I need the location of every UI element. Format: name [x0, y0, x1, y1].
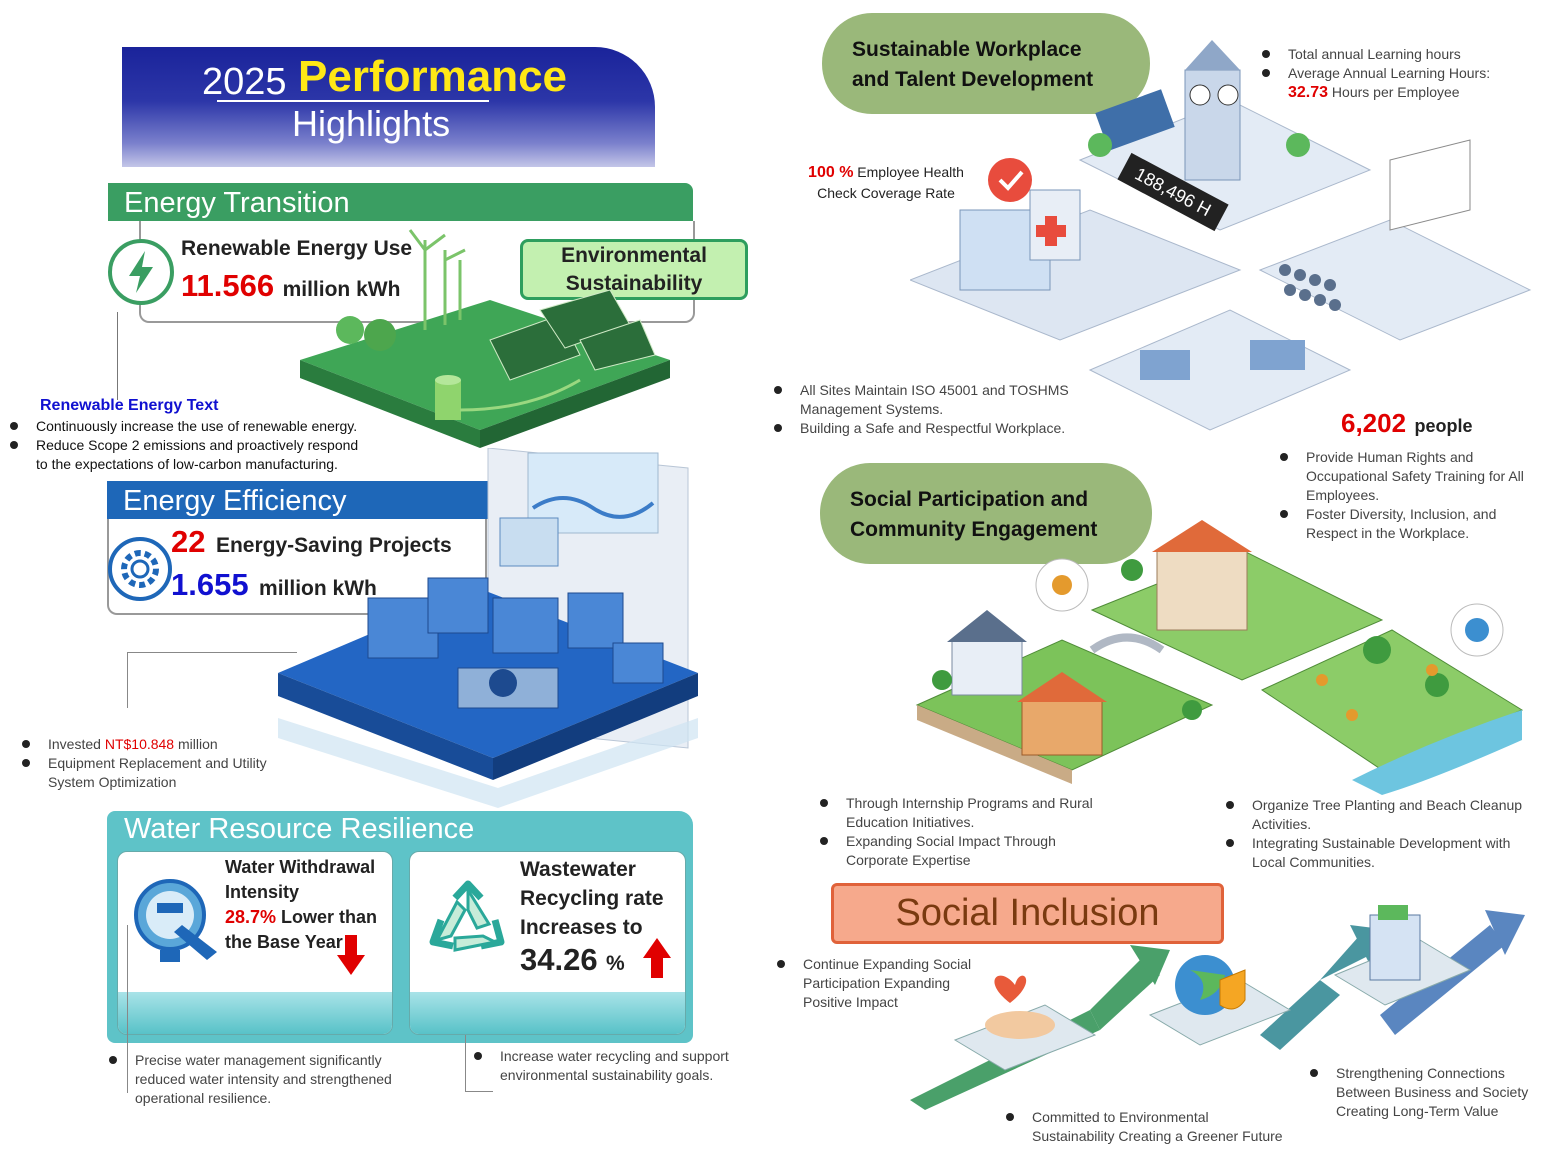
connector-line: [127, 652, 128, 708]
replacement-bullet: Equipment Replacement and Utility: [48, 755, 267, 771]
connector-line: [465, 1035, 466, 1091]
iso-bullets: All Sites Maintain ISO 45001 and TOSHMS …: [774, 381, 1094, 438]
replacement-bullet-cont: System Optimization: [48, 774, 177, 790]
environmental-sustainability-label: Environmental Sustainability: [520, 239, 748, 300]
energy-saving-amount: 1.655 million kWh: [171, 567, 377, 603]
social-inclusion-heading: Social Inclusion: [831, 883, 1224, 944]
renewable-bullets: Continuously increase the use of renewab…: [10, 417, 390, 474]
water-right-bullets: Increase water recycling and support env…: [474, 1047, 764, 1085]
inclusion-bullet-1: Continue Expanding Social Participation …: [777, 955, 987, 1012]
learning-bullets: Total annual Learning hours Average Annu…: [1262, 45, 1552, 102]
community-heading: Social Participation and Community Engag…: [820, 463, 1152, 564]
saving-value: 1.655: [171, 567, 249, 602]
energy-efficiency-heading: Energy Efficiency: [107, 481, 501, 519]
solar-wind-platform-illustration: [300, 229, 670, 448]
water-withdrawal-text: Water Withdrawal Intensity 28.7% Lower t…: [225, 857, 378, 952]
invest-bullet: Invested NT$10.848 million: [48, 736, 218, 752]
title-banner: 2025 Performance Highlights: [122, 47, 655, 167]
water-meter-icon: [134, 879, 217, 962]
recycling-rate: 34.26 %: [520, 942, 625, 977]
community-left-bullets: Through Internship Programs and Rural Ed…: [820, 794, 1140, 870]
energy-saving-projects: 22 Energy-Saving Projects: [171, 524, 452, 560]
renewable-energy-metric: 11.566 million kWh: [181, 268, 400, 304]
lightning-icon: [108, 239, 174, 305]
health-check: 100 % Employee Health Check Coverage Rat…: [808, 164, 964, 201]
env-label-line1: Environmental: [561, 244, 707, 267]
banner-title: Performance: [298, 52, 568, 101]
connector-line: [117, 312, 118, 400]
renewable-bullet-1: Continuously increase the use of renewab…: [36, 418, 358, 434]
connector-line: [465, 1091, 493, 1092]
renewable-text-title: Renewable Energy Text: [40, 397, 219, 414]
water-left-bullets: Precise water management significantly r…: [109, 1051, 429, 1108]
factory-equipment-illustration: [278, 448, 698, 808]
banner-divider: [217, 100, 489, 102]
inclusion-bullet-2: Committed to Environmental Sustainabilit…: [1006, 1108, 1306, 1146]
community-right-bullets: Organize Tree Planting and Beach Cleanup…: [1226, 796, 1546, 872]
saving-unit: million kWh: [259, 577, 377, 600]
renewable-energy-value: 11.566: [181, 268, 275, 303]
wastewater-recycling-text: Wastewater Recycling rate Increases to: [520, 858, 664, 939]
energy-transition-heading: Energy Transition: [108, 183, 693, 221]
arrow-up-icon: [643, 938, 671, 978]
banner-subtitle: Highlights: [292, 103, 451, 144]
gear-icon: [108, 537, 172, 601]
workplace-heading: Sustainable Workplace and Talent Develop…: [822, 13, 1150, 114]
connector-line: [127, 925, 128, 1093]
community-village-illustration: [915, 520, 1524, 795]
renewable-bullet-2: Reduce Scope 2 emissions and proactively…: [36, 437, 359, 453]
workplace-campus-illustration: [910, 40, 1532, 431]
water-heading: Water Resource Resilience: [124, 813, 475, 845]
people-metric: 6,202 people: [1341, 408, 1473, 438]
renewable-energy-label: Renewable Energy Use: [181, 237, 413, 260]
arrow-down-icon: [337, 935, 365, 975]
inclusion-bullet-3: Strengthening Connections Between Busine…: [1310, 1064, 1550, 1121]
training-bullets: Provide Human Rights and Occupational Sa…: [1280, 448, 1550, 543]
renewable-energy-unit: million kWh: [282, 278, 401, 301]
renewable-bullet-2-cont: to the expectations of low-carbon manufa…: [36, 456, 338, 472]
recycle-icon: [429, 880, 505, 952]
efficiency-bullets: Invested NT$10.848 million Equipment Rep…: [22, 735, 322, 792]
env-label-line2: Sustainability: [565, 272, 703, 295]
connector-line: [127, 652, 297, 653]
projects-value: 22: [171, 524, 206, 559]
banner-year: 2025: [202, 61, 287, 103]
projects-label: Energy-Saving Projects: [215, 534, 452, 557]
growth-arrows-illustration: [910, 905, 1525, 1110]
